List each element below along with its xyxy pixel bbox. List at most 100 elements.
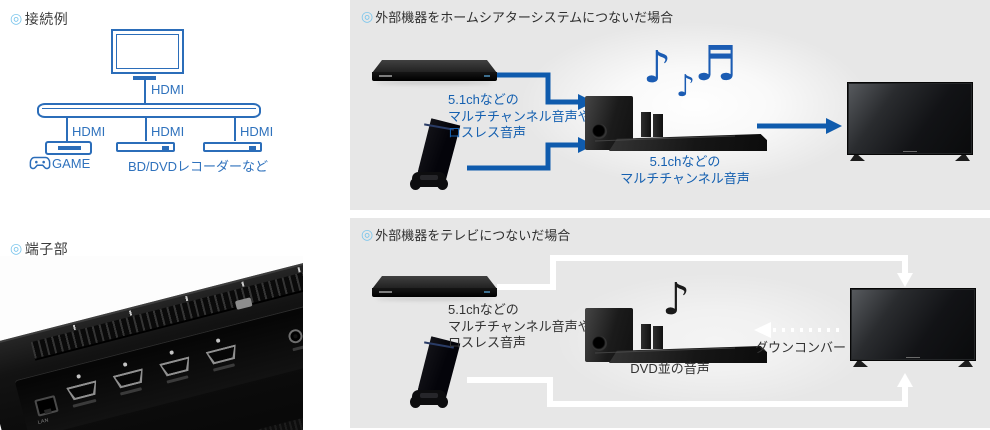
bluray-top-face xyxy=(372,60,497,73)
bluray-player xyxy=(372,60,497,84)
hdmi-link-recorder1 xyxy=(145,118,147,141)
tv-outline xyxy=(111,29,184,74)
bluray-top-face xyxy=(372,276,497,289)
gamepad-icon xyxy=(29,156,51,170)
caption-line: ロスレス音声 xyxy=(448,335,527,350)
bluray-front-face xyxy=(372,72,497,81)
tv-logo xyxy=(903,151,917,152)
recorder1-display xyxy=(162,146,169,150)
screw-dot xyxy=(76,373,82,379)
panel-home-theater-title-text: 外部機器をホームシアターシステムにつないだ場合 xyxy=(375,10,674,25)
subwoofer-port xyxy=(592,124,607,139)
game-console-outline xyxy=(45,141,92,155)
rear-speaker xyxy=(641,324,651,349)
hdmi-label-recorder2: HDMI xyxy=(240,124,274,139)
terminals-title-text: 端子部 xyxy=(24,241,69,257)
double-circle-icon: ◎ xyxy=(10,241,23,257)
port-label-bar xyxy=(72,398,97,408)
game-controller xyxy=(410,390,448,408)
output-audio-caption: 5.1chなどの マルチチャンネル音声 xyxy=(585,154,785,187)
bluray-display xyxy=(484,291,490,293)
panel-tv-connection-title: ◎ 外部機器をテレビにつないだ場合 xyxy=(361,225,570,244)
output-audio-caption: DVD並の音声 xyxy=(630,361,710,376)
game-console xyxy=(410,120,472,194)
tv-foot xyxy=(958,361,973,367)
caption-line: マルチチャンネル音声 xyxy=(620,170,750,186)
tv xyxy=(847,82,973,162)
home-theater-system xyxy=(585,92,767,156)
downconvert-label: ダウンコンバート xyxy=(755,340,860,355)
connection-example-title-text: 接続例 xyxy=(24,11,69,27)
game-controller xyxy=(410,172,448,190)
bluray-logo xyxy=(379,75,392,77)
controller-touchpad xyxy=(420,393,438,398)
tv xyxy=(850,288,976,368)
bluray-player xyxy=(372,276,497,300)
terminal-panel-photo: LAN xyxy=(0,256,303,430)
screw-dot xyxy=(169,350,175,355)
hdmi-label-tv: HDMI xyxy=(151,82,185,97)
caption-line: マルチチャンネル音声や xyxy=(448,318,591,334)
rear-speaker xyxy=(653,114,663,137)
soundbar-outline xyxy=(37,103,261,118)
port-label-bar xyxy=(119,387,143,396)
connection-example-title: ◎ 接続例 xyxy=(10,9,68,29)
port-label-bar xyxy=(166,375,189,384)
tv-screen xyxy=(847,82,973,155)
input-audio-caption: 5.1chなどの マルチチャンネル音声や ロスレス音声 xyxy=(448,302,591,352)
tv-screen xyxy=(850,288,976,361)
tv-foot xyxy=(850,155,865,161)
caption-line: 5.1chなどの xyxy=(448,302,519,317)
hdmi-link-recorder2 xyxy=(234,118,236,141)
caption-line: 5.1chなどの xyxy=(448,92,519,107)
music-note-icon: ♪ xyxy=(662,274,691,325)
soundbar-top-line xyxy=(42,108,256,109)
bluray-shadow xyxy=(376,81,493,84)
bluray-front-face xyxy=(372,288,497,297)
caption-line: マルチチャンネル音声や xyxy=(448,108,591,124)
audio-jack-1 xyxy=(286,327,303,345)
music-note-icon: ♪ xyxy=(676,69,696,104)
lan-port xyxy=(34,395,59,417)
tv-foot xyxy=(955,155,970,161)
hdmi-label-game: HDMI xyxy=(72,124,106,139)
terminal-panel-body: LAN xyxy=(0,256,303,430)
double-circle-icon: ◎ xyxy=(10,11,23,27)
input-audio-caption: 5.1chなどの マルチチャンネル音声や ロスレス音声 xyxy=(448,92,591,142)
rear-speaker xyxy=(653,326,663,349)
music-note-icon: ♪ xyxy=(643,42,672,93)
lan-port-label: LAN xyxy=(37,417,50,426)
bluray-shadow xyxy=(376,297,493,300)
hdmi-link-game xyxy=(66,118,68,141)
tv-inner-frame xyxy=(116,34,179,69)
game-label: GAME xyxy=(52,156,91,171)
bluray-logo xyxy=(379,291,392,293)
panel-home-theater-title: ◎ 外部機器をホームシアターシステムにつないだ場合 xyxy=(361,7,673,26)
double-circle-icon: ◎ xyxy=(361,8,374,25)
tv-logo xyxy=(906,357,920,358)
game-console-slot xyxy=(58,146,81,150)
recorder1-outline xyxy=(116,142,175,152)
screw-dot xyxy=(215,338,221,344)
hdmi-label-recorder1: HDMI xyxy=(151,124,185,139)
double-circle-icon: ◎ xyxy=(361,226,374,243)
controller-touchpad xyxy=(420,175,438,180)
connection-diagram: HDMI HDMI HDMI HDMI GAME BD/DVDレコーダーなど xyxy=(0,0,345,200)
game-console xyxy=(410,338,472,412)
recorder-label: BD/DVDレコーダーなど xyxy=(127,159,269,174)
panel-home-theater: ◎ 外部機器をホームシアターシステムにつないだ場合 5.1chなどの マルチチャ… xyxy=(350,0,990,210)
screw-dot xyxy=(122,362,128,367)
caption-line: ロスレス音声 xyxy=(448,125,527,140)
terminals-title: ◎ 端子部 xyxy=(10,239,68,259)
bluray-display xyxy=(484,75,490,77)
hdmi-link-tv xyxy=(144,80,146,104)
panel-tv-connection-title-text: 外部機器をテレビにつないだ場合 xyxy=(375,228,571,243)
music-note-icon: ♬ xyxy=(694,36,738,92)
subwoofer-port xyxy=(592,336,607,351)
caption-line: 5.1chなどの xyxy=(649,154,721,169)
recorder2-outline xyxy=(203,142,262,152)
home-theater-system xyxy=(585,304,767,368)
recorder2-display xyxy=(249,146,256,150)
port-label-bar xyxy=(212,363,236,372)
